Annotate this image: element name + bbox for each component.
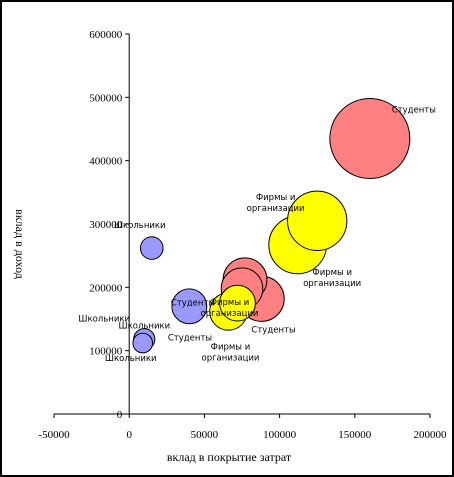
bubble-label-line: Фирмы и bbox=[210, 298, 250, 308]
y-tick-label: 400000 bbox=[89, 156, 123, 168]
x-tick-label: 100000 bbox=[263, 429, 297, 441]
bubble bbox=[139, 236, 164, 260]
bubble-label-line: Фирмы и bbox=[312, 268, 352, 278]
x-tick-label: 0 bbox=[126, 429, 132, 441]
bubble bbox=[219, 284, 256, 322]
y-tick-label: 600000 bbox=[89, 29, 123, 41]
bubble-label-line: организации bbox=[247, 204, 305, 214]
bubble-label-line: организации bbox=[201, 309, 259, 319]
bubble bbox=[171, 288, 208, 325]
bubble-label-line: Фирмы и bbox=[256, 193, 296, 203]
y-tick-label: 300000 bbox=[89, 219, 123, 231]
y-axis-title: вклад в доход bbox=[13, 209, 27, 279]
bubble-label: Школьники bbox=[114, 221, 166, 231]
bubble bbox=[132, 332, 154, 354]
bubble-label-line: Школьники bbox=[78, 314, 130, 324]
y-tick-label: 500000 bbox=[89, 92, 123, 104]
bubble-labels-layer: СтудентыСтудентыСтудентыСтудентыШкольник… bbox=[78, 106, 436, 365]
bubble-label-line: Школьники bbox=[114, 221, 166, 231]
x-tick-label: -50000 bbox=[38, 429, 70, 441]
bubble-label-line: Школьники bbox=[119, 321, 171, 331]
bubble-label-line: Студенты bbox=[168, 334, 212, 344]
bubble-label: Школьники bbox=[78, 314, 130, 324]
bubble-label: Студенты bbox=[171, 299, 215, 309]
bubble-label: Студенты bbox=[392, 106, 436, 116]
x-tick-label: 150000 bbox=[338, 429, 372, 441]
bubble-label-line: Студенты bbox=[392, 106, 436, 116]
bubble-label-line: Школьники bbox=[105, 354, 157, 364]
bubble bbox=[329, 98, 411, 179]
bubble-label-line: организации bbox=[202, 353, 260, 363]
ticks-layer: 0100000200000300000400000500000600000-50… bbox=[38, 29, 447, 441]
bubble-label-line: Фирмы и bbox=[211, 342, 251, 352]
y-tick-label: 100000 bbox=[89, 346, 123, 358]
bubble bbox=[287, 190, 348, 251]
x-tick-label: 50000 bbox=[191, 429, 219, 441]
bubble-label: Школьники bbox=[105, 354, 157, 364]
bubble-label: Школьники bbox=[119, 321, 171, 331]
bubble-label: Студенты bbox=[251, 326, 295, 336]
bubble-label: Студенты bbox=[168, 334, 212, 344]
y-tick-label: 0 bbox=[117, 409, 123, 421]
x-axis-title: вклад в покрытие затрат bbox=[167, 450, 292, 464]
bubbles-layer bbox=[132, 98, 411, 354]
x-tick-label: 200000 bbox=[414, 429, 448, 441]
y-tick-label: 200000 bbox=[89, 282, 123, 294]
bubble-label-line: организации bbox=[303, 279, 361, 289]
bubble-label-line: Студенты bbox=[251, 326, 295, 336]
bubble-label-line: Студенты bbox=[171, 299, 215, 309]
